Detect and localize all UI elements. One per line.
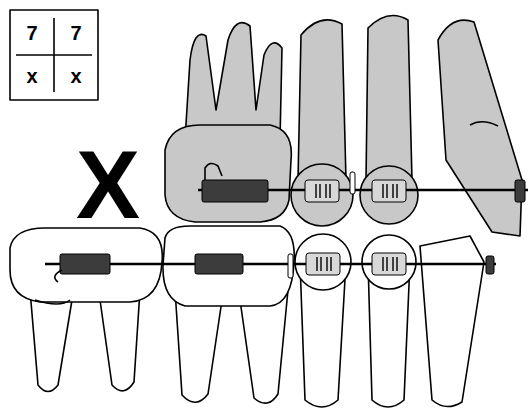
upper-molar-root (185, 23, 282, 140)
lower-molar-root (175, 290, 288, 403)
hook (350, 172, 355, 194)
extraction-mark: x (26, 66, 37, 86)
upper-molar-crown (165, 125, 291, 222)
lower-premolar-crown (295, 234, 351, 290)
upper-premolar-crown (291, 164, 353, 226)
extraction-mark: x (70, 66, 81, 86)
lower-incisor (420, 236, 484, 407)
chart-divider (16, 54, 92, 56)
lower-archwire (45, 263, 496, 265)
extraction-symbol: X (76, 137, 140, 233)
incisor-bracket (486, 256, 494, 274)
canine-bracket (515, 180, 525, 202)
upper-premolar-root (366, 16, 412, 181)
molar-tube (60, 254, 110, 274)
bracket (372, 253, 406, 275)
tooth-chart-box (10, 10, 98, 100)
lower-premolar-crown (362, 235, 416, 289)
lower-molar-root (30, 290, 140, 392)
lower-molar-crown (163, 226, 294, 306)
upper-premolar-crown (360, 166, 418, 224)
tooth-number: 7 (26, 23, 37, 43)
bracket (306, 253, 340, 275)
bracket (305, 180, 339, 202)
bracket (372, 180, 406, 202)
canine-detail (470, 122, 498, 126)
tooth-number: 7 (70, 23, 81, 43)
upper-premolar-root (298, 20, 346, 180)
hook (288, 254, 293, 278)
band-bracket (195, 254, 243, 274)
molar-tube (202, 180, 268, 202)
upper-canine (438, 20, 522, 236)
